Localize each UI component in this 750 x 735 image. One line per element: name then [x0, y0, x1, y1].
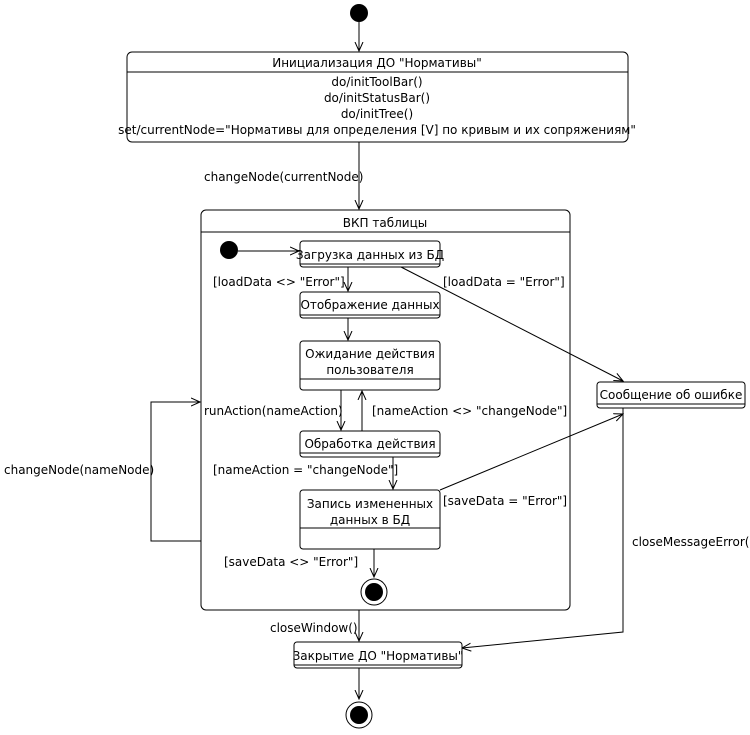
label-not-change-node: [nameAction <> "changeNode"]	[372, 404, 567, 418]
close-state-label: Закрытие ДО "Нормативы"	[293, 649, 464, 663]
label-load-error: [loadData = "Error"]	[443, 275, 565, 289]
init-action-1: do/initStatusBar()	[324, 91, 430, 105]
display-state: Отображение данных	[299, 291, 441, 319]
wait-state-label-line-2: пользователя	[326, 363, 413, 377]
init-state: Инициализация ДО "Нормативы" do/initTool…	[118, 51, 636, 143]
init-state-title: Инициализация ДО "Нормативы"	[272, 56, 482, 70]
edge-load-error	[400, 266, 623, 381]
label-save-error: [saveData = "Error"]	[443, 494, 567, 508]
wait-state: Ожидание действия пользователя	[299, 340, 441, 391]
label-save-ok: [saveData <> "Error"]	[224, 555, 358, 569]
edge-error-close	[462, 408, 624, 648]
load-state-label: Загрузка данных из БД	[296, 248, 444, 262]
close-state: Закрытие ДО "Нормативы"	[293, 641, 464, 669]
load-state: Загрузка данных из БД	[296, 240, 444, 268]
wait-state-label-line-1: Ожидание действия	[305, 347, 435, 361]
composite-state: ВКП таблицы	[200, 209, 571, 611]
composite-title: ВКП таблицы	[343, 216, 427, 230]
edge-save-error	[439, 414, 623, 491]
edge-change-node-loop	[150, 402, 201, 542]
process-state: Обработка действия	[299, 430, 441, 458]
label-run-action: runAction(nameAction)	[204, 404, 343, 418]
inner-initial-node	[220, 241, 238, 259]
display-state-label: Отображение данных	[300, 298, 439, 312]
init-action-2: do/initTree()	[341, 107, 413, 121]
label-is-change-node: [nameAction = "changeNode"]	[213, 463, 398, 477]
label-change-node-name: changeNode(nameNode)	[4, 463, 154, 477]
label-close-message: closeMessageError()	[632, 535, 750, 549]
save-state: Запись измененных данных в БД	[299, 489, 441, 550]
label-change-node-current: changeNode(currentNode)	[204, 170, 363, 184]
inner-final-node	[360, 578, 388, 606]
init-action-3: set/currentNode="Нормативы для определен…	[118, 123, 636, 137]
initial-node	[350, 4, 368, 22]
final-node	[345, 701, 373, 729]
label-load-ok: [loadData <> "Error"]	[213, 275, 345, 289]
save-state-label-line-1: Запись измененных	[307, 497, 433, 511]
label-close-window: closeWindow()	[270, 621, 358, 635]
save-state-label-line-2: данных в БД	[330, 513, 410, 527]
process-state-label: Обработка действия	[304, 437, 435, 451]
error-state-label: Сообщение об ошибке	[600, 388, 743, 402]
init-action-0: do/initToolBar()	[331, 75, 422, 89]
error-state: Сообщение об ошибке	[596, 381, 746, 409]
